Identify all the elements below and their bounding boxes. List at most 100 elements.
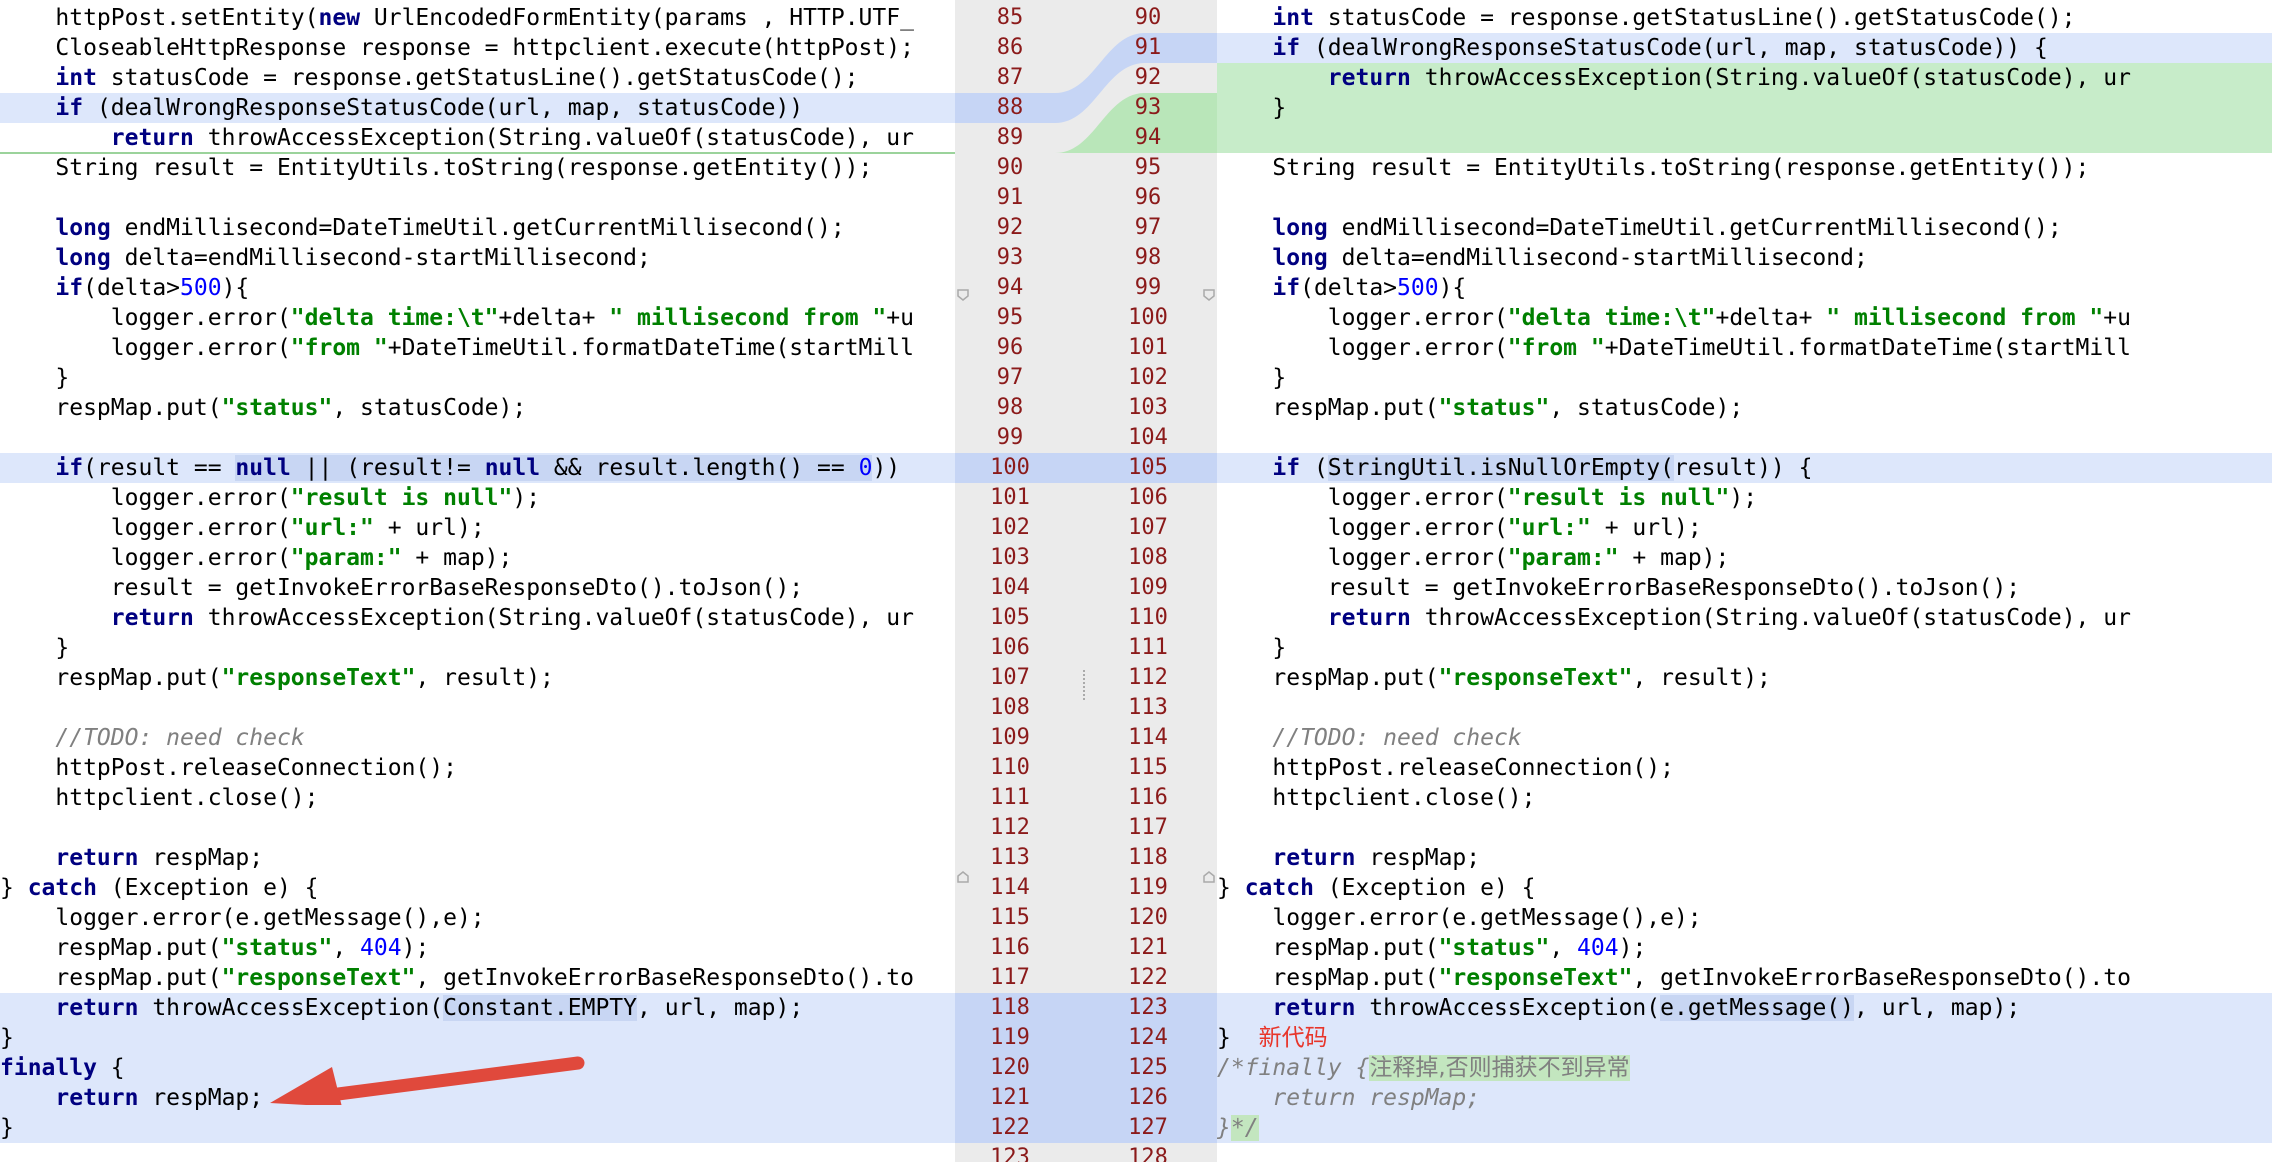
left-line-number: 112: [990, 815, 1030, 840]
left-line-number: 119: [990, 1025, 1030, 1050]
code-line[interactable]: respMap.put("responseText", result);: [1217, 665, 1771, 691]
left-line-number: 115: [990, 905, 1030, 930]
right-line-number: 125: [1128, 1055, 1168, 1080]
code-line[interactable]: //TODO: need check: [1272, 725, 1522, 751]
code-line-added[interactable]: return throwAccessException(String.value…: [1217, 63, 2272, 93]
code-line[interactable]: logger.error("url:" + url);: [1217, 515, 1702, 541]
code-line-changed[interactable]: return respMap;: [1217, 1083, 2272, 1113]
code-line-changed[interactable]: }*/: [1217, 1113, 2272, 1143]
code-line[interactable]: respMap.put("responseText", getInvokeErr…: [1217, 965, 2131, 991]
code-line[interactable]: return throwAccessException(String.value…: [1327, 605, 2131, 631]
code-line[interactable]: long delta=endMillisecond-startMilliseco…: [1272, 245, 1868, 271]
fold-icon[interactable]: [956, 870, 970, 884]
code-line-changed[interactable]: }: [0, 1113, 955, 1143]
code-line[interactable]: } catch (Exception e) {: [0, 875, 319, 901]
right-line-number: 120: [1128, 905, 1168, 930]
code-line[interactable]: logger.error("from "+DateTimeUtil.format…: [1217, 335, 2131, 361]
left-line-number: 91: [996, 185, 1024, 210]
left-line-number: 98: [996, 395, 1024, 420]
code-line-changed[interactable]: if (dealWrongResponseStatusCode(url, map…: [1217, 33, 2272, 63]
code-line[interactable]: logger.error("from "+DateTimeUtil.format…: [0, 335, 914, 361]
code-line-changed[interactable]: if (StringUtil.isNullOrEmpty(result)) {: [1217, 453, 2272, 483]
insertion-marker: [0, 152, 955, 154]
left-line-number: 94: [996, 275, 1024, 300]
code-line[interactable]: httpPost.releaseConnection();: [1217, 755, 1674, 781]
code-line[interactable]: String result = EntityUtils.toString(res…: [0, 155, 873, 181]
right-line-number: 118: [1128, 845, 1168, 870]
code-line[interactable]: return throwAccessException(String.value…: [110, 125, 914, 151]
code-line[interactable]: respMap.put("status", statusCode);: [0, 395, 527, 421]
code-line[interactable]: String result = EntityUtils.toString(res…: [1217, 155, 2090, 181]
right-line-number: 109: [1128, 575, 1168, 600]
right-line-number: 113: [1128, 695, 1168, 720]
code-line[interactable]: logger.error("result is null");: [0, 485, 541, 511]
code-line[interactable]: respMap.put("status", 404);: [1217, 935, 1647, 961]
code-line[interactable]: int statusCode = response.getStatusLine(…: [1272, 5, 2076, 31]
right-line-number: 103: [1128, 395, 1168, 420]
code-line[interactable]: logger.error("param:" + map);: [0, 545, 513, 571]
code-line-changed[interactable]: if(result == null || (result!= null && r…: [0, 453, 955, 483]
code-line[interactable]: respMap.put("responseText", getInvokeErr…: [0, 965, 914, 991]
fold-icon[interactable]: [956, 288, 970, 302]
left-line-number: 108: [990, 695, 1030, 720]
code-line[interactable]: logger.error("delta time:\t"+delta+ " mi…: [1217, 305, 2131, 331]
fold-icon[interactable]: [1202, 870, 1216, 884]
code-line[interactable]: respMap.put("responseText", result);: [0, 665, 554, 691]
left-line-number: 120: [990, 1055, 1030, 1080]
code-line[interactable]: return respMap;: [55, 845, 264, 871]
code-line[interactable]: logger.error("url:" + url);: [0, 515, 485, 541]
code-line[interactable]: httpPost.setEntity(new UrlEncodedFormEnt…: [0, 5, 914, 31]
left-editor-pane[interactable]: httpPost.setEntity(new UrlEncodedFormEnt…: [0, 0, 955, 1162]
code-line[interactable]: long endMillisecond=DateTimeUtil.getCurr…: [55, 215, 845, 241]
code-line[interactable]: result = getInvokeErrorBaseResponseDto()…: [0, 575, 804, 601]
code-line[interactable]: logger.error("param:" + map);: [1217, 545, 1730, 571]
code-line[interactable]: long endMillisecond=DateTimeUtil.getCurr…: [1272, 215, 2062, 241]
code-line[interactable]: CloseableHttpResponse response = httpcli…: [0, 35, 914, 61]
code-line-changed[interactable]: } 新代码: [1217, 1023, 2272, 1053]
code-line[interactable]: logger.error(e.getMessage(),e);: [1217, 905, 1702, 931]
right-line-number: 93: [1134, 95, 1162, 120]
right-line-number: 102: [1128, 365, 1168, 390]
code-line-added[interactable]: }: [1217, 93, 2272, 123]
code-line-changed[interactable]: if (dealWrongResponseStatusCode(url, map…: [0, 93, 955, 123]
left-line-number: 104: [990, 575, 1030, 600]
code-line[interactable]: respMap.put("status", 404);: [0, 935, 430, 961]
code-line[interactable]: if(delta>500){: [1272, 275, 1467, 301]
code-line-changed[interactable]: return throwAccessException(Constant.EMP…: [0, 993, 955, 1023]
left-line-number: 107: [990, 665, 1030, 690]
code-line[interactable]: }: [0, 635, 70, 661]
code-line[interactable]: httpclient.close();: [0, 785, 319, 811]
right-line-number: 110: [1128, 605, 1168, 630]
code-line[interactable]: //TODO: need check: [55, 725, 305, 751]
code-line[interactable]: httpclient.close();: [1217, 785, 1536, 811]
code-line[interactable]: }: [0, 365, 70, 391]
code-line[interactable]: result = getInvokeErrorBaseResponseDto()…: [1217, 575, 2021, 601]
code-line[interactable]: int statusCode = response.getStatusLine(…: [55, 65, 859, 91]
code-line[interactable]: respMap.put("status", statusCode);: [1217, 395, 1744, 421]
code-line[interactable]: return respMap;: [1272, 845, 1481, 871]
code-line-changed[interactable]: return throwAccessException(e.getMessage…: [1217, 993, 2272, 1023]
code-line-changed[interactable]: /*finally {注释掉,否则捕获不到异常: [1217, 1053, 2272, 1083]
fold-icon[interactable]: [1202, 288, 1216, 302]
code-line[interactable]: if(delta>500){: [55, 275, 250, 301]
right-line-number: 100: [1128, 305, 1168, 330]
left-line-number: 92: [996, 215, 1024, 240]
code-line[interactable]: }: [1217, 635, 1287, 661]
left-line-number: 88: [996, 95, 1024, 120]
code-line[interactable]: httpPost.releaseConnection();: [0, 755, 457, 781]
code-line[interactable]: long delta=endMillisecond-startMilliseco…: [55, 245, 651, 271]
code-line-added[interactable]: [1217, 123, 2272, 153]
right-editor-pane[interactable]: int statusCode = response.getStatusLine(…: [1217, 0, 2272, 1162]
code-line[interactable]: logger.error(e.getMessage(),e);: [0, 905, 485, 931]
code-line[interactable]: return throwAccessException(String.value…: [110, 605, 914, 631]
code-line-changed[interactable]: finally {: [0, 1053, 955, 1083]
right-line-number: 107: [1128, 515, 1168, 540]
code-line-changed[interactable]: return respMap;: [0, 1083, 955, 1113]
code-line[interactable]: }: [1217, 365, 1287, 391]
left-line-number: 99: [996, 425, 1024, 450]
code-line[interactable]: } catch (Exception e) {: [1217, 875, 1536, 901]
code-line-changed[interactable]: }: [0, 1023, 955, 1053]
code-line[interactable]: logger.error("result is null");: [1217, 485, 1758, 511]
splitter-grip[interactable]: [1083, 670, 1089, 700]
code-line[interactable]: logger.error("delta time:\t"+delta+ " mi…: [0, 305, 914, 331]
